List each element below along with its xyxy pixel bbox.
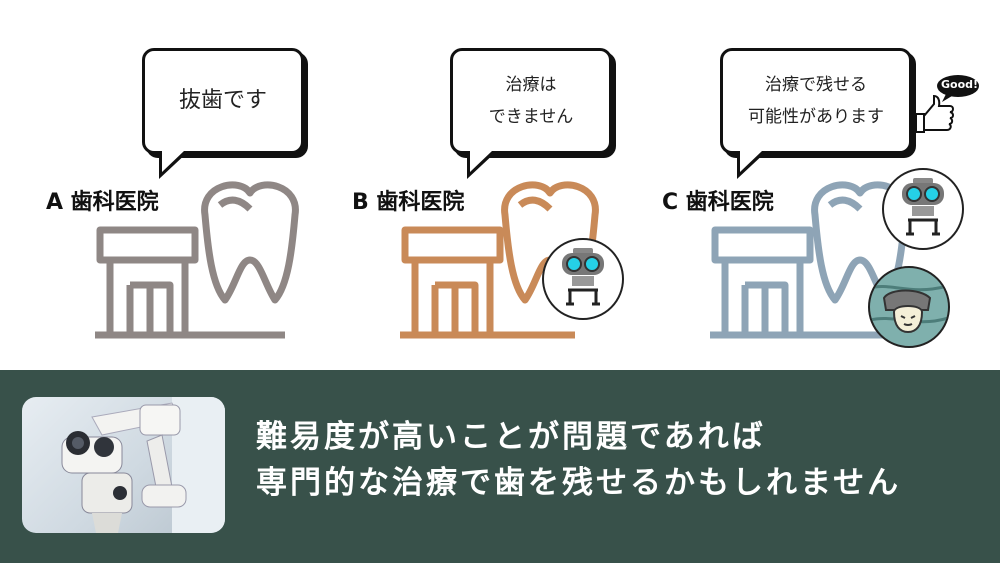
good-thumbs-up: Good! [910, 72, 980, 134]
robot-icon-circle-c [882, 168, 964, 250]
robot-arm-tooth-icon [870, 284, 948, 334]
tooth-treatment-icon-circle [868, 266, 950, 348]
clinic-label-b: B 歯科医院 [352, 190, 465, 215]
illustration-area: 抜歯です A 歯科医院 治療は できません B 歯科医院 [0, 0, 979, 370]
clinic-tooth-illustration-a [95, 181, 299, 339]
robot-icon [562, 248, 604, 306]
speech-bubble-c: 治療で残せる 可能性があります [720, 48, 912, 179]
robot-icon [902, 178, 944, 236]
robot-icon-circle-b [542, 238, 624, 320]
message-line-1: 難易度が高いことが問題であれば [256, 419, 766, 455]
dental-microscope-photo [22, 397, 225, 533]
main-message: 難易度が高いことが問題であれば 専門的な治療で歯を残せるかもしれません [256, 414, 901, 506]
speech-bubble-a: 抜歯です [142, 48, 304, 179]
speech-bubble-text: 抜歯です [178, 88, 267, 114]
clinic-tooth-illustration-c [710, 181, 909, 339]
clinic-label-c: C 歯科医院 [662, 190, 774, 215]
clinic-label-a: A 歯科医院 [46, 190, 159, 215]
clinic-panel-a: 抜歯です A 歯科医院 [0, 0, 304, 370]
clinic-panel-b: 治療は できません B 歯科医院 [310, 0, 624, 370]
speech-bubble-text: 治療は できません [488, 74, 574, 127]
speech-bubble-text: 治療で残せる 可能性があります [748, 74, 884, 127]
thumbs-up-icon [915, 75, 979, 133]
speech-bubble-b: 治療は できません [450, 48, 612, 179]
microscope-image [61, 397, 225, 533]
message-line-2: 専門的な治療で歯を残せるかもしれません [256, 465, 902, 501]
clinic-panel-c: 治療で残せる 可能性があります C 歯科医院 [620, 0, 979, 370]
good-badge-text: Good! [941, 78, 979, 91]
